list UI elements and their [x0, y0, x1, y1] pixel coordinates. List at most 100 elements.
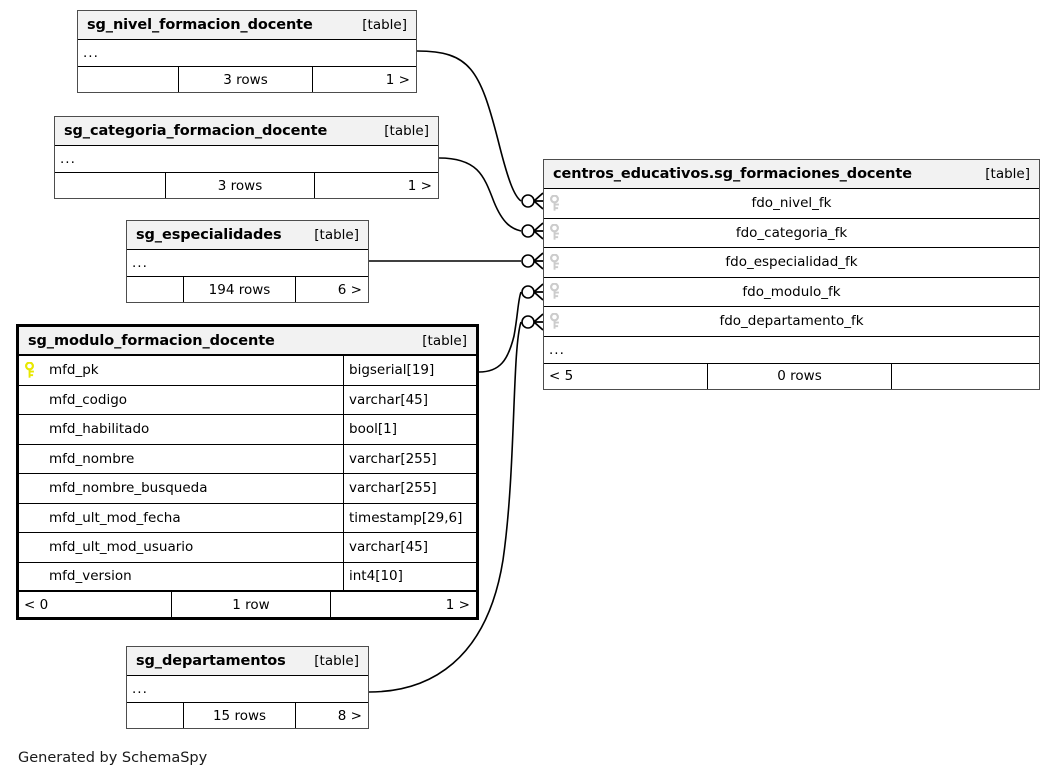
cardinality-markers — [521, 192, 544, 331]
column-name: mfd_version — [49, 568, 132, 585]
column-row-mfd-codigo[interactable]: mfd_codigo varchar[45] — [19, 385, 476, 415]
column-name: mfd_ult_mod_usuario — [49, 539, 194, 556]
column-row-fdo-categoria-fk[interactable]: fdo_categoria_fk — [544, 218, 1039, 248]
column-type: bigserial[19] — [343, 356, 476, 385]
column-name: fdo_nivel_fk — [751, 195, 832, 212]
foreign-key-icon — [544, 312, 570, 330]
column-row-mfd-version[interactable]: mfd_version int4[10] — [19, 562, 476, 592]
footer-row-count: 1 row — [171, 592, 331, 617]
column-name: fdo_categoria_fk — [735, 224, 848, 241]
column-type: varchar[255] — [343, 444, 476, 473]
table-title: centros_educativos.sg_formaciones_docent… — [553, 166, 912, 182]
table-kind-label: [table] — [314, 653, 359, 669]
column-row-fdo-modulo-fk[interactable]: fdo_modulo_fk — [544, 277, 1039, 307]
table-kind-label: [table] — [362, 17, 407, 33]
table-sg-categoria-formacion-docente[interactable]: sg_categoria_formacion_docente [table] .… — [54, 116, 439, 199]
column-name: fdo_modulo_fk — [742, 283, 841, 300]
marker-fdo-modulo-fk — [521, 283, 544, 301]
table-kind-label: [table] — [384, 123, 429, 139]
foreign-key-icon — [544, 224, 570, 241]
column-row-mfd-ult-mod-fecha[interactable]: mfd_ult_mod_fecha timestamp[29,6] — [19, 503, 476, 533]
table-kind-label: [table] — [985, 166, 1030, 182]
table-sg-especialidades[interactable]: sg_especialidades [table] ... 194 rows 6… — [126, 220, 369, 303]
footer-child-count: 1 > — [445, 596, 470, 613]
footer-row-count: 15 rows — [183, 703, 296, 728]
column-type: varchar[45] — [343, 533, 476, 562]
footer-child-count: 1 > — [407, 177, 432, 194]
table-kind-label: [table] — [422, 332, 467, 349]
table-sg-nivel-formacion-docente[interactable]: sg_nivel_formacion_docente [table] ... 3… — [77, 10, 417, 93]
table-footer: 3 rows 1 > — [55, 173, 438, 198]
table-header: sg_modulo_formacion_docente [table] — [19, 327, 476, 356]
table-sg-departamentos[interactable]: sg_departamentos [table] ... 15 rows 8 > — [126, 646, 369, 729]
column-row-mfd-nombre-busqueda[interactable]: mfd_nombre_busqueda varchar[255] — [19, 474, 476, 504]
table-footer: < 0 1 row 1 > — [19, 592, 476, 617]
footer-child-count: 1 > — [385, 71, 410, 88]
footer-parent-count: < 0 — [24, 596, 49, 613]
table-title: sg_modulo_formacion_docente — [28, 332, 275, 349]
foreign-key-icon — [544, 194, 570, 212]
collapsed-columns-ellipsis: ... — [127, 250, 368, 277]
generated-by-credit: Generated by SchemaSpy — [18, 750, 208, 766]
column-row-fdo-departamento-fk[interactable]: fdo_departamento_fk — [544, 307, 1039, 337]
table-kind-label: [table] — [314, 227, 359, 243]
edge-modulo-to-fdo-modulo-fk — [478, 291, 522, 373]
column-row-mfd-ult-mod-usuario[interactable]: mfd_ult_mod_usuario varchar[45] — [19, 533, 476, 563]
table-sg-modulo-formacion-docente[interactable]: sg_modulo_formacion_docente [table] mfd_… — [16, 324, 479, 620]
column-row-mfd-pk[interactable]: mfd_pk bigserial[19] — [19, 356, 476, 386]
column-name: fdo_especialidad_fk — [725, 254, 858, 271]
table-title: sg_categoria_formacion_docente — [64, 123, 328, 139]
foreign-key-icon — [544, 283, 570, 300]
column-type: int4[10] — [343, 562, 476, 590]
collapsed-columns-ellipsis: ... — [55, 146, 438, 173]
table-header: sg_categoria_formacion_docente [table] — [55, 117, 438, 146]
marker-fdo-especialidad-fk — [521, 252, 544, 270]
column-type: varchar[45] — [343, 385, 476, 414]
footer-row-count: 0 rows — [707, 363, 892, 389]
collapsed-columns-ellipsis: ... — [127, 676, 368, 703]
table-header: sg_departamentos [table] — [127, 647, 368, 676]
foreign-key-icon — [544, 253, 570, 271]
table-footer: < 5 0 rows — [544, 363, 1039, 389]
column-type: bool[1] — [343, 415, 476, 444]
column-name: mfd_ult_mod_fecha — [49, 509, 181, 526]
column-name: mfd_pk — [49, 362, 99, 379]
marker-fdo-categoria-fk — [521, 222, 544, 240]
table-title: sg_especialidades — [136, 227, 282, 243]
footer-row-count: 3 rows — [165, 173, 315, 198]
table-centros-educativos-sg-formaciones-docente[interactable]: centros_educativos.sg_formaciones_docent… — [543, 159, 1040, 390]
column-name: mfd_codigo — [49, 391, 128, 408]
table-title: sg_departamentos — [136, 653, 286, 669]
marker-fdo-departamento-fk — [521, 313, 544, 331]
column-row-mfd-habilitado[interactable]: mfd_habilitado bool[1] — [19, 415, 476, 445]
footer-child-count: 6 > — [337, 281, 362, 298]
table-footer: 15 rows 8 > — [127, 703, 368, 728]
footer-parent-count — [55, 173, 165, 198]
footer-parent-count — [127, 703, 183, 728]
footer-row-count: 194 rows — [183, 277, 296, 302]
edge-categoria-to-fdo-categoria-fk — [438, 157, 522, 232]
column-row-mfd-nombre[interactable]: mfd_nombre varchar[255] — [19, 444, 476, 474]
column-row-fdo-especialidad-fk[interactable]: fdo_especialidad_fk — [544, 248, 1039, 278]
table-header: sg_especialidades [table] — [127, 221, 368, 250]
table-header: centros_educativos.sg_formaciones_docent… — [544, 160, 1039, 189]
table-header: sg_nivel_formacion_docente [table] — [78, 11, 416, 40]
collapsed-columns-ellipsis: ... — [544, 336, 1039, 364]
footer-row-count: 3 rows — [178, 67, 313, 92]
marker-fdo-nivel-fk — [521, 192, 544, 210]
column-name: mfd_nombre_busqueda — [49, 480, 208, 497]
column-type: varchar[255] — [343, 474, 476, 503]
footer-child-count: 8 > — [337, 707, 362, 724]
primary-key-icon — [19, 361, 45, 379]
column-type: timestamp[29,6] — [343, 503, 476, 532]
table-footer: 3 rows 1 > — [78, 67, 416, 92]
footer-parent-count — [78, 67, 178, 92]
column-name: fdo_departamento_fk — [719, 313, 864, 330]
column-row-fdo-nivel-fk[interactable]: fdo_nivel_fk — [544, 189, 1039, 219]
column-name: mfd_habilitado — [49, 421, 150, 438]
footer-child-count — [892, 364, 1039, 389]
table-title: sg_nivel_formacion_docente — [87, 17, 313, 33]
collapsed-columns-ellipsis: ... — [78, 40, 416, 67]
table-footer: 194 rows 6 > — [127, 277, 368, 302]
